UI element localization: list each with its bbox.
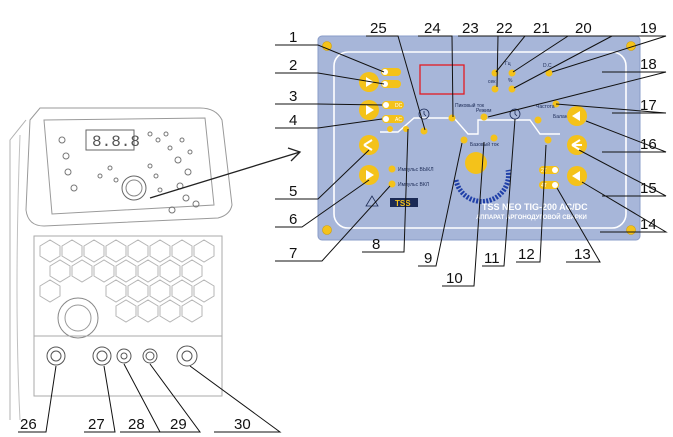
dc-sym-label: D.C	[543, 63, 552, 69]
callout-30: 30	[234, 416, 251, 433]
callout-13: 13	[574, 246, 591, 263]
callout-25: 25	[370, 20, 387, 37]
callout-2: 2	[289, 57, 297, 74]
ac-label: AC	[395, 117, 402, 123]
callout-numbers: 1 2 3 4 5 6 7 8 9 10 11 12 13 14 15 16 1…	[20, 20, 657, 433]
callout-19: 19	[640, 20, 657, 37]
callout-29: 29	[170, 416, 187, 433]
callout-4: 4	[289, 112, 297, 129]
right-buttons: 2T 4T	[539, 106, 587, 189]
callout-23: 23	[462, 20, 479, 37]
callout-16: 16	[640, 136, 657, 153]
callout-8: 8	[372, 236, 380, 253]
frequency-label: Частота	[536, 104, 555, 110]
dc-label: DC	[395, 103, 403, 109]
pulse-off-label: Импульс ВЫКЛ	[398, 167, 434, 173]
svg-text:8.8.8: 8.8.8	[92, 133, 140, 151]
mode-label: Режим	[476, 108, 492, 114]
hz-label: Гц	[505, 61, 511, 67]
callout-9: 9	[424, 250, 432, 267]
waveform-graph	[380, 117, 560, 135]
model-subtitle: АППАРАТ АРГОНОДУГОВОЙ СВАРКИ	[476, 213, 587, 221]
callout-17: 17	[640, 97, 657, 114]
brand-label: TSS	[395, 199, 411, 208]
callout-6: 6	[289, 211, 297, 228]
pointer-arrow	[149, 147, 302, 199]
percent-label: %	[508, 78, 513, 84]
base-current-label: Базовый ток	[470, 141, 499, 148]
callout-lines	[18, 35, 668, 433]
callout-22: 22	[496, 20, 513, 37]
callout-5: 5	[289, 183, 297, 200]
callout-26: 26	[20, 416, 37, 433]
sec-label: сек	[488, 79, 496, 85]
model-title: TSS NEO TIG-200 AC/DC	[482, 202, 588, 212]
callout-15: 15	[640, 180, 657, 197]
peak-current-label: Пиковый ток	[455, 102, 485, 109]
callout-21: 21	[533, 20, 550, 37]
callout-18: 18	[640, 56, 657, 73]
pulse-on-label: Импульс ВКЛ	[398, 182, 429, 188]
callout-28: 28	[128, 416, 145, 433]
left-buttons: DC AC Импульс ВЫКЛ Импульс ВКЛ TSS	[359, 68, 434, 208]
callout-11: 11	[484, 250, 500, 267]
callout-1: 1	[289, 29, 297, 46]
callout-24: 24	[424, 20, 441, 37]
callout-7: 7	[289, 245, 297, 262]
main-knob	[453, 152, 511, 204]
callout-20: 20	[575, 20, 592, 37]
machine-sketch: 8.8.8	[9, 107, 233, 421]
callout-14: 14	[640, 216, 657, 233]
callout-10: 10	[446, 270, 463, 287]
balance-label: Баланс	[553, 114, 571, 120]
callout-12: 12	[518, 246, 535, 263]
t2-label: 2T	[541, 168, 547, 174]
callout-27: 27	[88, 416, 105, 433]
callout-3: 3	[289, 88, 297, 105]
